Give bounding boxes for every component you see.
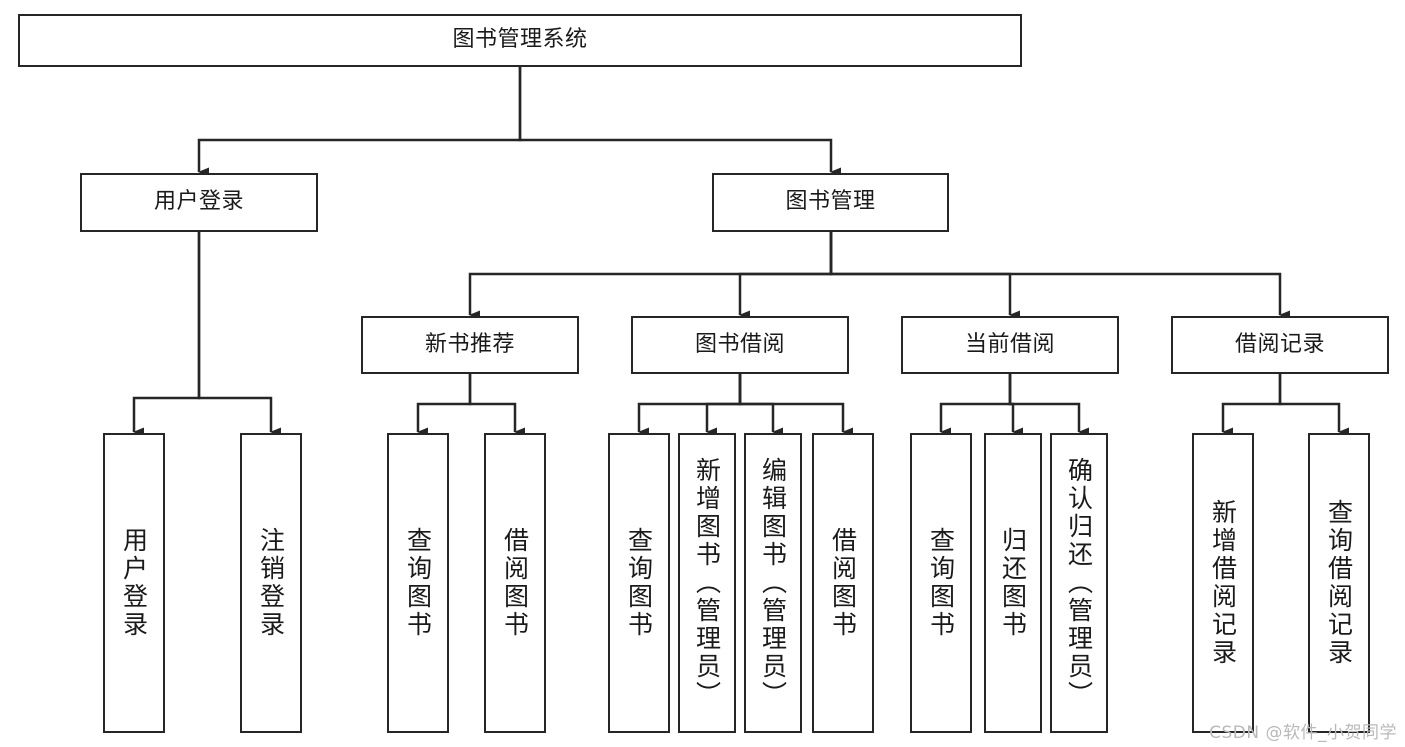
edge-user-login-to-leaf-user-logout xyxy=(197,232,281,437)
node-label: 借阅图书 xyxy=(828,527,858,639)
node-label: 查询借阅记录 xyxy=(1324,499,1354,667)
node-book-manage[interactable]: 图书管理 xyxy=(712,173,949,232)
node-label: 编辑图书（管理员） xyxy=(758,457,788,709)
node-label: 归还图书 xyxy=(998,527,1028,639)
node-label: 新书推荐 xyxy=(424,331,515,357)
edge-book-manage-to-book-borrow xyxy=(738,232,833,320)
edge-book-borrow-to-leaf-query-book-2 xyxy=(637,374,742,437)
node-leaf-add-record[interactable]: 新增借阅记录 xyxy=(1192,433,1254,733)
node-root[interactable]: 图书管理系统 xyxy=(18,14,1022,67)
node-label: 图书管理系统 xyxy=(452,27,588,53)
node-leaf-borrow-book-1[interactable]: 借阅图书 xyxy=(484,433,546,733)
csdn-watermark: CSDN @软件_小贺同学 xyxy=(1209,723,1397,743)
node-leaf-add-book[interactable]: 新增图书（管理员） xyxy=(678,433,736,733)
node-label: 用户登录 xyxy=(153,189,244,215)
edge-new-book-rec-to-leaf-borrow-book-1 xyxy=(468,374,525,437)
node-leaf-query-book-1[interactable]: 查询图书 xyxy=(387,433,449,733)
edge-root-to-book-manage xyxy=(518,67,841,177)
node-label: 用户登录 xyxy=(119,527,149,639)
node-current-borrow[interactable]: 当前借阅 xyxy=(901,316,1119,374)
node-label: 新增图书（管理员） xyxy=(692,457,722,709)
node-new-book-rec[interactable]: 新书推荐 xyxy=(361,316,579,374)
node-leaf-user-login[interactable]: 用户登录 xyxy=(103,433,165,733)
edge-book-borrow-to-leaf-borrow-book-2 xyxy=(738,374,853,437)
edge-book-borrow-to-leaf-edit-book xyxy=(738,374,783,437)
node-label: 注销登录 xyxy=(256,527,286,639)
node-label: 新增借阅记录 xyxy=(1208,499,1238,667)
edge-new-book-rec-to-leaf-query-book-1 xyxy=(416,374,472,437)
node-label: 借阅图书 xyxy=(500,527,530,639)
edge-book-borrow-to-leaf-add-book xyxy=(705,374,742,437)
edge-borrow-record-to-leaf-query-record xyxy=(1278,374,1349,437)
edge-current-borrow-to-leaf-confirm-return xyxy=(1008,374,1089,437)
edge-current-borrow-to-leaf-return-book xyxy=(1008,374,1023,437)
edge-current-borrow-to-leaf-query-book-3 xyxy=(939,374,1012,437)
node-leaf-edit-book[interactable]: 编辑图书（管理员） xyxy=(744,433,802,733)
node-leaf-confirm-return[interactable]: 确认归还（管理员） xyxy=(1050,433,1108,733)
edge-book-manage-to-new-book-rec xyxy=(468,232,833,320)
edge-group xyxy=(132,67,1349,437)
edge-user-login-to-leaf-user-login xyxy=(132,232,201,437)
node-label: 查询图书 xyxy=(624,527,654,639)
node-user-login[interactable]: 用户登录 xyxy=(80,173,318,232)
node-leaf-borrow-book-2[interactable]: 借阅图书 xyxy=(812,433,874,733)
node-leaf-query-record[interactable]: 查询借阅记录 xyxy=(1308,433,1370,733)
node-label: 图书借阅 xyxy=(694,331,785,357)
node-label: 确认归还（管理员） xyxy=(1064,457,1094,709)
edge-book-manage-to-current-borrow xyxy=(829,232,1020,320)
node-label: 查询图书 xyxy=(926,527,956,639)
node-book-borrow[interactable]: 图书借阅 xyxy=(631,316,849,374)
node-label: 查询图书 xyxy=(403,527,433,639)
node-label: 图书管理 xyxy=(785,189,876,215)
edge-root-to-user-login xyxy=(197,67,522,177)
edge-book-manage-to-borrow-record xyxy=(829,232,1290,320)
node-leaf-query-book-2[interactable]: 查询图书 xyxy=(608,433,670,733)
node-label: 当前借阅 xyxy=(964,331,1055,357)
node-leaf-query-book-3[interactable]: 查询图书 xyxy=(910,433,972,733)
edge-borrow-record-to-leaf-add-record xyxy=(1221,374,1282,437)
node-leaf-user-logout[interactable]: 注销登录 xyxy=(240,433,302,733)
node-borrow-record[interactable]: 借阅记录 xyxy=(1171,316,1389,374)
node-label: 借阅记录 xyxy=(1234,331,1325,357)
node-leaf-return-book[interactable]: 归还图书 xyxy=(984,433,1042,733)
